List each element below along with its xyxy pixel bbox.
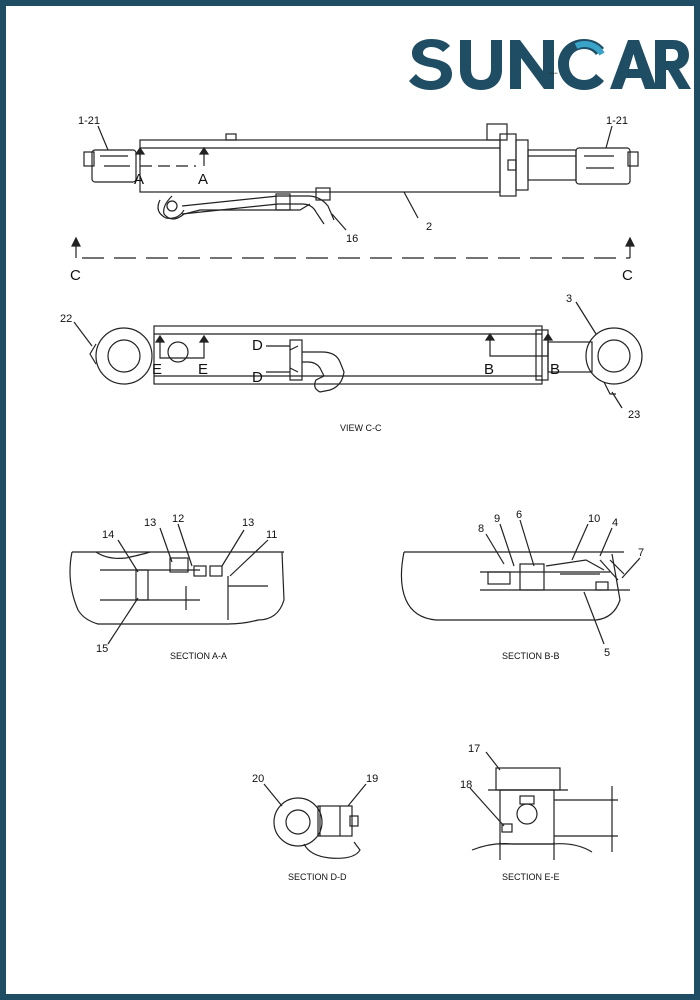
section-dd-drawing — [263, 783, 367, 859]
callout-1-21-left: 1-21 — [78, 115, 100, 127]
dd-label-19: 19 — [366, 773, 378, 785]
technical-drawing: 1-21 1-21 2 16 A A C C E E D D B B 22 3 … — [60, 115, 644, 882]
bb-label-5: 5 — [604, 647, 610, 659]
section-e-right: E — [198, 361, 208, 378]
section-b-right: B — [550, 361, 560, 378]
section-d-top: D — [252, 337, 263, 354]
section-d-bottom: D — [252, 369, 263, 386]
brand-name: SUNCAR — [549, 72, 558, 75]
section-aa-caption: SECTION A-A — [170, 651, 227, 661]
view-cc-cylinder — [73, 301, 643, 409]
section-b-left: B — [484, 361, 494, 378]
label-2: 2 — [426, 221, 432, 233]
bb-label-8: 8 — [478, 523, 484, 535]
label-3: 3 — [566, 293, 572, 305]
bb-label-10: 10 — [588, 513, 600, 525]
bb-label-6: 6 — [516, 509, 522, 521]
bb-label-4: 4 — [612, 517, 618, 529]
section-c-line — [71, 236, 635, 259]
aa-label-12: 12 — [172, 513, 184, 525]
section-bb-caption: SECTION B-B — [502, 651, 560, 661]
bb-label-9: 9 — [494, 513, 500, 525]
section-c-right: C — [622, 267, 633, 284]
aa-label-13a: 13 — [144, 517, 156, 529]
label-23: 23 — [628, 409, 640, 421]
aa-label-13b: 13 — [242, 517, 254, 529]
ee-label-17: 17 — [468, 743, 480, 755]
section-ee-caption: SECTION E-E — [502, 872, 560, 882]
label-16: 16 — [346, 233, 358, 245]
dd-label-20: 20 — [252, 773, 264, 785]
aa-label-11: 11 — [266, 529, 277, 541]
bb-label-7: 7 — [638, 547, 644, 559]
section-e-left: E — [152, 361, 162, 378]
label-22: 22 — [60, 313, 72, 325]
view-cc-caption: VIEW C-C — [340, 423, 382, 433]
section-bb-drawing — [400, 519, 641, 645]
section-ee-drawing — [469, 751, 618, 860]
section-dd-caption: SECTION D-D — [288, 872, 347, 882]
ee-label-18: 18 — [460, 779, 472, 791]
top-cylinder-view — [83, 123, 639, 231]
section-a-right: A — [198, 171, 208, 188]
section-c-left: C — [70, 267, 81, 284]
aa-label-15: 15 — [96, 643, 108, 655]
section-a-left: A — [134, 171, 144, 188]
callout-1-21-right: 1-21 — [606, 115, 628, 127]
section-aa-drawing — [69, 523, 285, 645]
suncar-logo: SUNCAR — [409, 39, 691, 90]
aa-label-14: 14 — [102, 529, 114, 541]
